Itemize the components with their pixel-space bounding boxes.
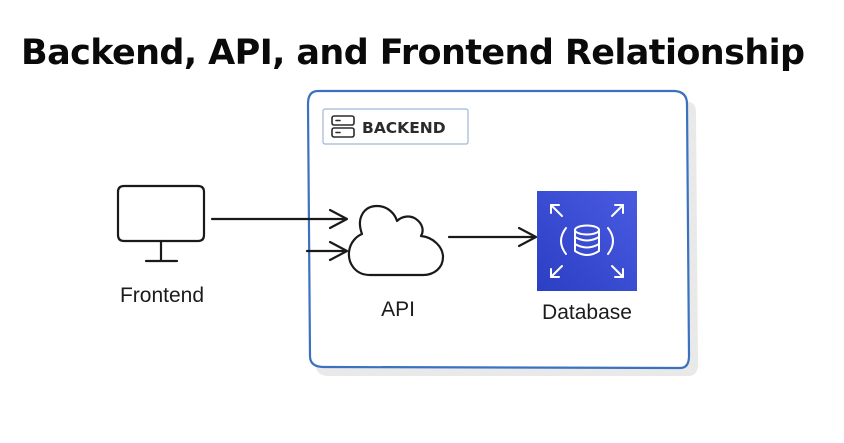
api-node: API xyxy=(347,204,445,321)
monitor-icon xyxy=(116,184,206,263)
frontend-node: Frontend xyxy=(116,184,206,307)
backend-label-badge: BACKEND xyxy=(322,108,469,145)
edge-backend-to-api xyxy=(305,240,349,262)
backend-group-frame xyxy=(306,89,691,370)
cloud-icon xyxy=(347,204,445,277)
database-node: Database xyxy=(537,191,637,324)
edge-frontend-to-api xyxy=(210,208,349,230)
edge-api-to-database xyxy=(447,226,538,248)
database-label: Database xyxy=(542,301,632,324)
backend-group-label: BACKEND xyxy=(362,119,446,137)
page-title: Backend, API, and Frontend Relationship xyxy=(21,33,805,73)
api-label: API xyxy=(381,298,415,321)
backend-group: BACKEND xyxy=(306,89,698,376)
frontend-label: Frontend xyxy=(120,284,204,307)
database-icon xyxy=(550,204,624,278)
server-icon xyxy=(331,115,355,138)
